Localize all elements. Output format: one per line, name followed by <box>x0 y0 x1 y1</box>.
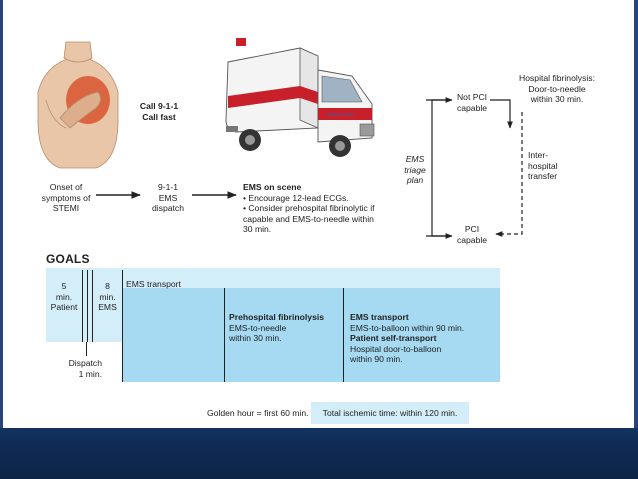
dashed-transfer-arrow <box>495 112 523 237</box>
ems-transport-band-label: EMS transport <box>126 279 181 289</box>
ambulance-label: AMBULANCE <box>326 112 354 117</box>
ems-on-scene-block: EMS on scene • Encourage 12-lead ECGs. •… <box>243 182 393 235</box>
total-ischemic-time-label: Total ischemic time: within 120 min. <box>311 402 469 424</box>
slide-frame-left <box>0 0 3 428</box>
slide-footer-band <box>0 428 638 479</box>
prehospital-fibrinolysis-goal: Prehospital fibrinolysis EMS-to-needle w… <box>229 312 325 343</box>
goals-heading: GOALS <box>46 252 90 266</box>
self-transport-title: Patient self-transport <box>350 333 437 343</box>
goals-transport-band <box>122 288 500 382</box>
ems-transport-goal: EMS transport EMS-to-balloon within 90 m… <box>350 312 498 365</box>
slide-frame-right <box>634 0 638 428</box>
ems-on-scene-title: EMS on scene <box>243 182 302 192</box>
golden-hour-label: Golden hour = first 60 min. <box>207 408 309 418</box>
triage-bracket <box>431 99 450 237</box>
arrow-to-hospital-fibrinolysis <box>490 99 513 129</box>
